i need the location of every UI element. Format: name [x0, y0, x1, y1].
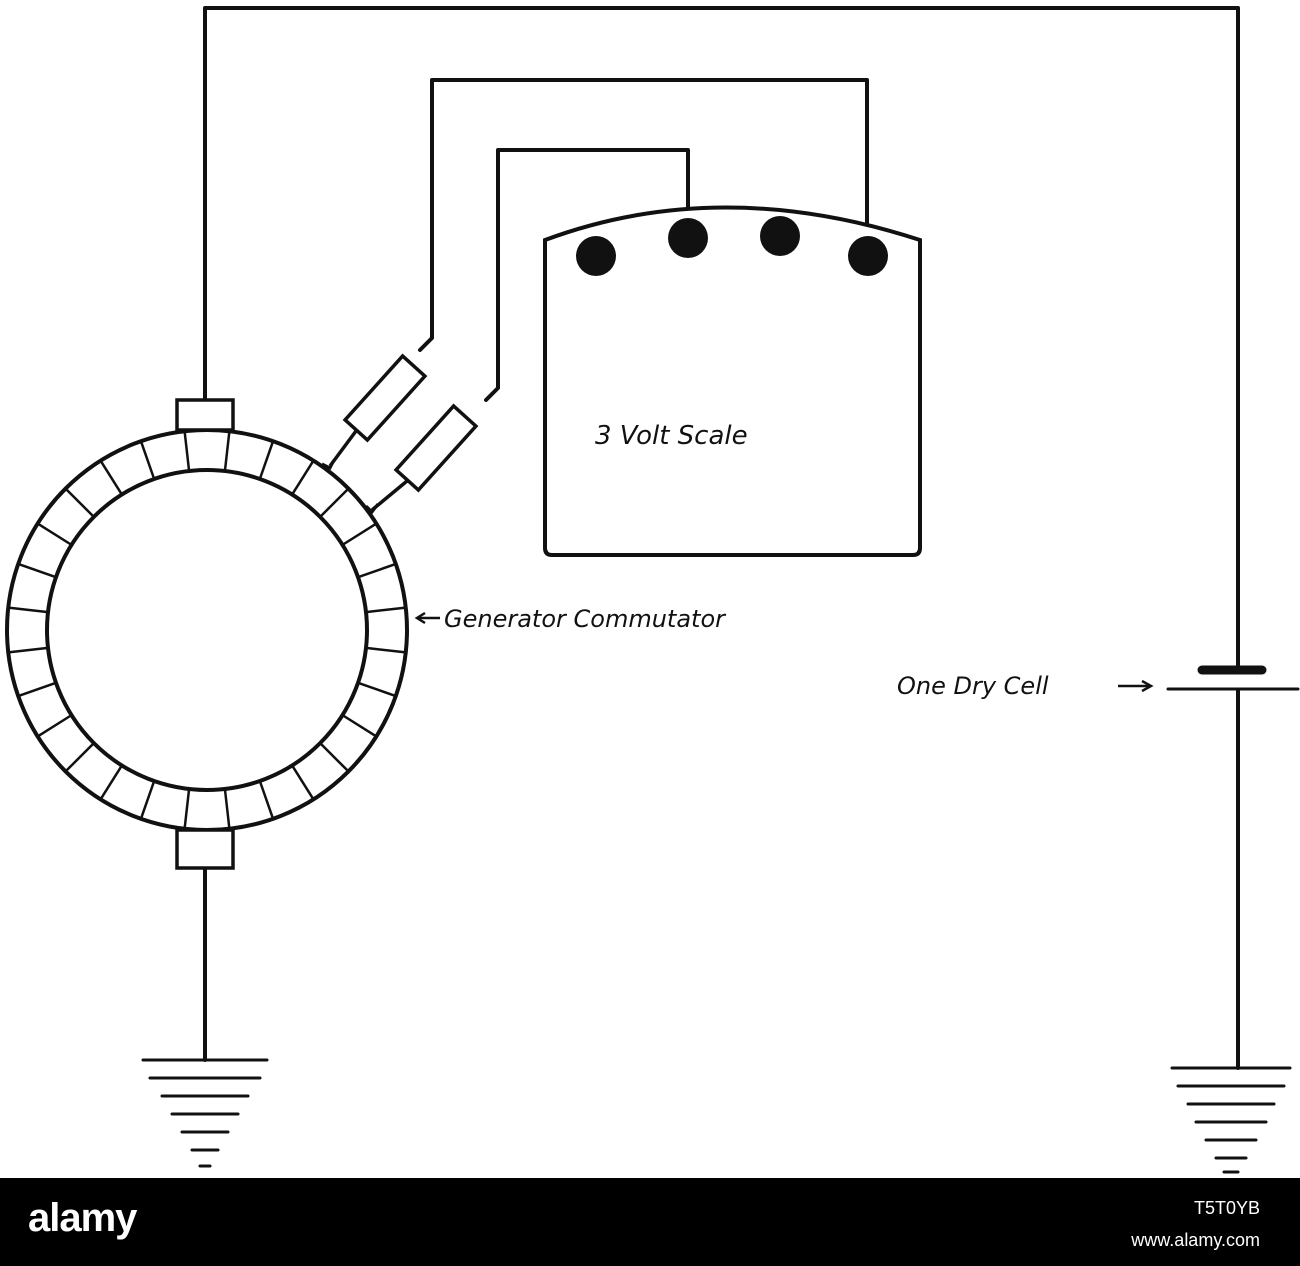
battery-label: One Dry Cell	[897, 672, 1049, 700]
commutator-segment-divider	[357, 681, 397, 698]
commutator-segment-divider	[258, 780, 275, 820]
ground-left	[141, 1058, 269, 1168]
meter-terminal-3	[760, 216, 800, 256]
commutator-segment-divider	[223, 788, 231, 829]
commutator-segment-divider	[8, 646, 49, 654]
commutator-segment-divider	[8, 606, 49, 614]
commutator-arrow	[414, 611, 440, 625]
commutator-segment-divider	[291, 764, 315, 801]
commutator-segment-divider	[36, 522, 73, 546]
commutator-segment-divider	[183, 431, 191, 472]
commutator-segment-divider	[64, 487, 95, 518]
commutator	[5, 428, 409, 832]
alamy-logo: alamy	[28, 1196, 137, 1240]
commutator-segment-divider	[341, 714, 378, 738]
battery-arrow	[1118, 679, 1154, 693]
commutator-segment-divider	[139, 780, 156, 820]
commutator-segment-divider	[365, 606, 406, 614]
commutator-segment-divider	[341, 522, 378, 546]
commutator-label: Generator Commutator	[444, 605, 727, 633]
ground-right	[1170, 1066, 1292, 1174]
image-code: T5T0YB www.alamy.com	[1131, 1192, 1260, 1256]
commutator-segment-divider	[183, 788, 191, 829]
meter-box	[543, 205, 922, 557]
image-id: T5T0YB	[1193, 1198, 1260, 1218]
meter-terminals	[576, 216, 888, 276]
meter-label: 3 Volt Scale	[595, 421, 748, 451]
meter-terminal-4	[848, 236, 888, 276]
commutator-segment-divider	[357, 562, 397, 579]
site-url: www.alamy.com	[1131, 1230, 1260, 1250]
wire-brush1	[418, 78, 869, 352]
commutator-segment-divider	[99, 764, 123, 801]
commutator-segment-divider	[139, 440, 156, 480]
commutator-segment-divider	[64, 742, 95, 773]
battery-symbol	[1166, 665, 1300, 691]
probe-1	[321, 353, 428, 471]
commutator-segment-divider	[17, 681, 57, 698]
commutator-segment-divider	[36, 714, 73, 738]
commutator-segments	[8, 431, 406, 829]
commutator-segment-divider	[291, 459, 315, 496]
watermark-footer: alamy T5T0YB www.alamy.com	[0, 1178, 1300, 1266]
commutator-segment-divider	[319, 487, 350, 518]
commutator-segment-divider	[365, 646, 406, 654]
probe-2	[364, 403, 479, 515]
meter-terminal-1	[576, 236, 616, 276]
commutator-segment-divider	[17, 562, 57, 579]
brush-top	[175, 398, 235, 432]
wire-brush2	[484, 148, 690, 402]
meter-terminal-2	[668, 218, 708, 258]
brush-bottom	[175, 828, 235, 870]
commutator-segment-divider	[319, 742, 350, 773]
commutator-segment-divider	[223, 431, 231, 472]
commutator-segment-divider	[99, 459, 123, 496]
circuit-diagram: 3 Volt Scale Generator Commutator One Dr…	[5, 6, 1300, 1174]
commutator-segment-divider	[258, 440, 275, 480]
wire-top-loop	[203, 6, 1240, 672]
